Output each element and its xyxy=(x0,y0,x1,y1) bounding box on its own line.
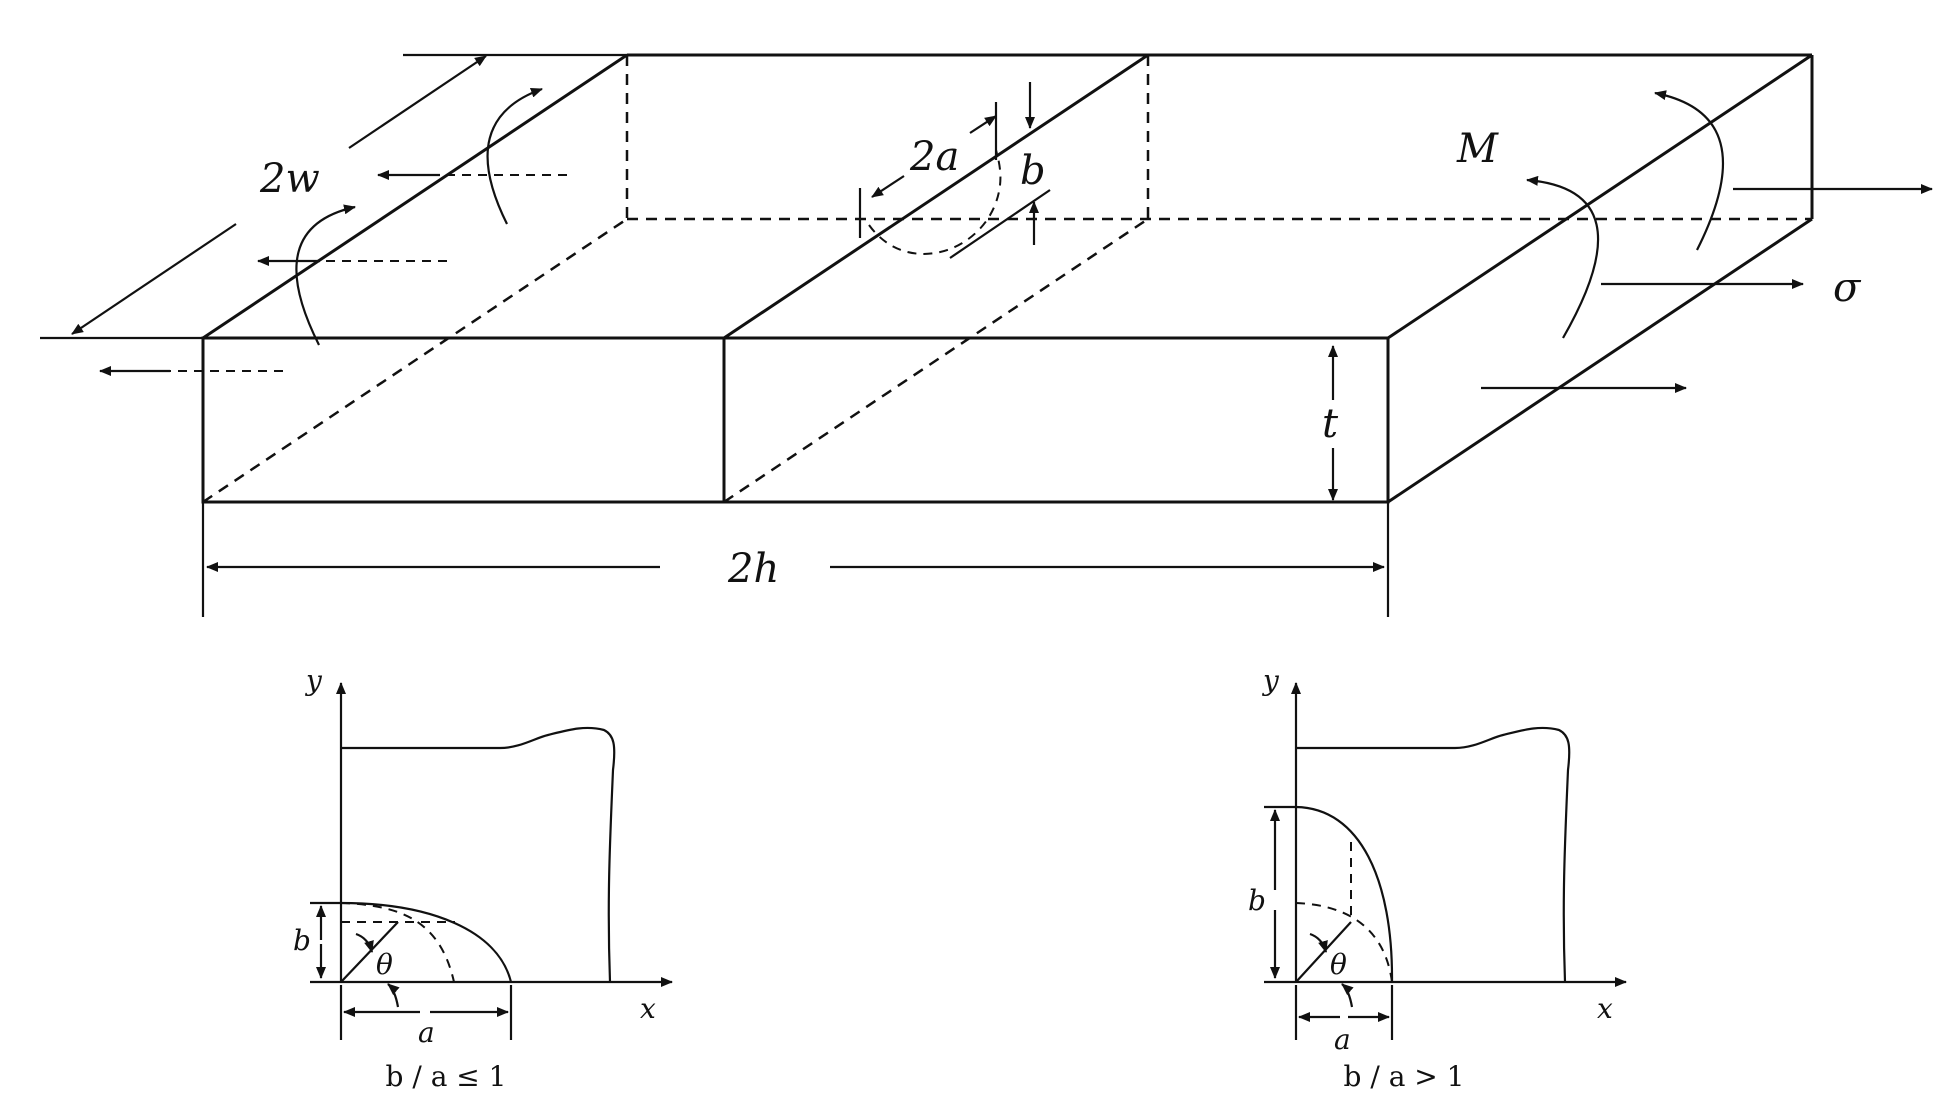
plate-visible-edges xyxy=(201,53,1814,504)
crack-front xyxy=(1295,805,1394,983)
thickness-dimension: t xyxy=(1322,345,1339,501)
specimen-boundary xyxy=(341,726,616,983)
x-axis-label: x xyxy=(640,992,656,1025)
a-dimension-label: a xyxy=(1334,1023,1351,1056)
moment-label: M xyxy=(1456,126,1499,172)
right-end-loads: M σ xyxy=(1456,90,1933,393)
crack-detail-left: y x θ b a b / a ≤ 1 xyxy=(293,664,673,1093)
crack-detail-right: y x θ b a b / a > 1 xyxy=(1248,664,1627,1093)
y-axis-label: y xyxy=(304,664,323,697)
b-dimension-label: b xyxy=(1248,884,1266,917)
top-mid-edge xyxy=(723,53,1149,340)
bottom-right-edge xyxy=(1387,217,1813,504)
front-face xyxy=(201,336,1390,504)
top-left-edge xyxy=(202,53,628,340)
angle-label: θ xyxy=(1330,948,1347,981)
crack-length-label: 2a xyxy=(909,134,959,180)
width-label: 2w xyxy=(259,156,320,202)
b-dimension-label: b xyxy=(293,924,311,957)
angle-label: θ xyxy=(376,948,393,981)
stress-label: σ xyxy=(1833,265,1862,311)
width-dimension: 2w xyxy=(40,53,627,340)
x-axis-label: x xyxy=(1597,992,1613,1025)
top-right-edge xyxy=(1387,53,1813,340)
specimen-boundary xyxy=(1296,726,1571,983)
length-dimension: 2h xyxy=(201,502,1390,617)
y-axis-label: y xyxy=(1261,664,1280,697)
length-label: 2h xyxy=(727,546,779,592)
reference-circle xyxy=(1295,902,1393,983)
caption: b / a > 1 xyxy=(1344,1060,1465,1093)
left-end-loads xyxy=(99,87,567,376)
caption: b / a ≤ 1 xyxy=(386,1060,507,1093)
reference-circle xyxy=(340,902,455,983)
surface-crack: 2a b xyxy=(858,82,1051,259)
a-dimension-label: a xyxy=(418,1016,435,1049)
crack-front-dashed xyxy=(868,149,1002,255)
plate-3d: 2w 2a b M xyxy=(40,53,1933,617)
crack-front xyxy=(340,901,513,983)
crack-depth-label: b xyxy=(1020,148,1046,194)
plate-hidden-edges xyxy=(202,55,1812,504)
thickness-label: t xyxy=(1322,401,1339,447)
